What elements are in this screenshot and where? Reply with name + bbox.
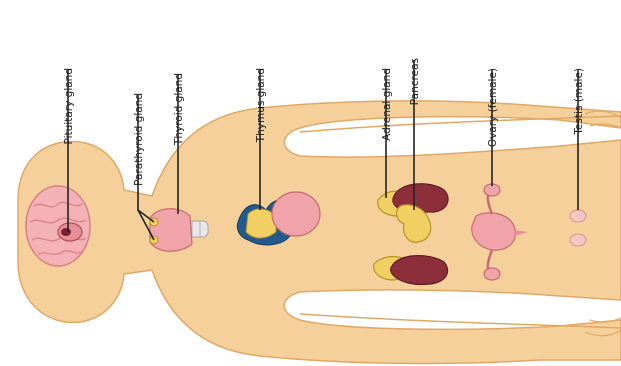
- label-adrenal: Adrenal gland: [381, 68, 393, 141]
- label-pituitary: Pituitary gland: [63, 68, 75, 144]
- testis-upper: [570, 210, 586, 222]
- label-testis: Testis (male): [573, 68, 585, 136]
- ovary-lower: [484, 268, 500, 280]
- label-pancreas: Pancreas: [409, 58, 421, 105]
- thyroid-gland: [150, 209, 192, 252]
- pituitary-gland-inner: [61, 228, 71, 236]
- kidney-lower: [391, 256, 448, 285]
- label-thymus: Thymus gland: [255, 68, 267, 143]
- label-ovary: Ovary (female): [487, 68, 499, 147]
- testis-lower: [570, 234, 586, 246]
- thymus-gland: [272, 192, 320, 236]
- label-parathyroid: Parathyroid gland: [133, 93, 145, 186]
- label-thyroid: Thyroid gland: [173, 73, 185, 146]
